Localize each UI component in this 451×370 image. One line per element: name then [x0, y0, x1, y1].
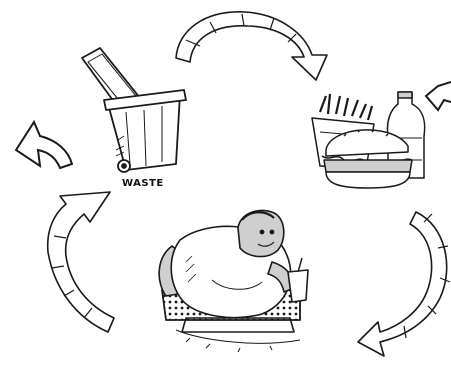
arrow-person-to-waste-icon [48, 192, 114, 332]
partial-arrow-right-icon [426, 82, 451, 110]
obese-person-icon [159, 210, 308, 352]
arrow-waste-to-food-icon [176, 12, 327, 80]
arrow-food-to-person-icon [358, 212, 450, 356]
junk-food-icon [312, 92, 425, 188]
trash-bin-icon [82, 48, 186, 172]
partial-arrow-left-icon [16, 122, 72, 168]
waste-label: WASTE [122, 178, 164, 189]
